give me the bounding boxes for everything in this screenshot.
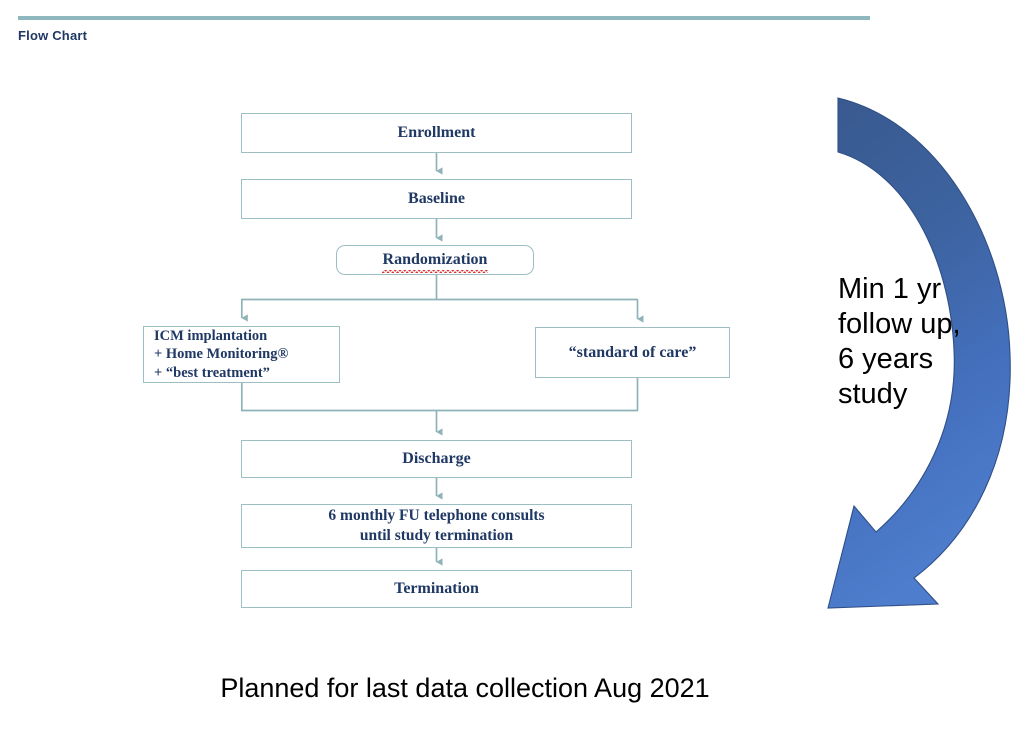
- header-divider: [18, 16, 870, 20]
- flow-node-discharge: Discharge: [241, 440, 632, 478]
- duration-note: Min 1 yr follow up, 6 years study: [838, 273, 961, 410]
- randomization-label: Randomization: [381, 251, 489, 273]
- flow-node-randomization: Randomization: [336, 245, 534, 275]
- bottom-note: Planned for last data collection Aug 202…: [220, 673, 710, 703]
- flow-node-followup-consults: 6 monthly FU telephone consults until st…: [241, 504, 632, 548]
- flow-node-enrollment: Enrollment: [241, 113, 632, 153]
- flow-node-baseline: Baseline: [241, 179, 632, 219]
- page-title: Flow Chart: [18, 28, 88, 43]
- flow-node-standard-of-care: “standard of care”: [535, 327, 730, 378]
- flow-node-icm-implantation: ICM implantation + Home Monitoring® + “b…: [143, 326, 340, 383]
- duration-curved-arrow: [827, 97, 1011, 609]
- flow-node-termination: Termination: [241, 570, 632, 608]
